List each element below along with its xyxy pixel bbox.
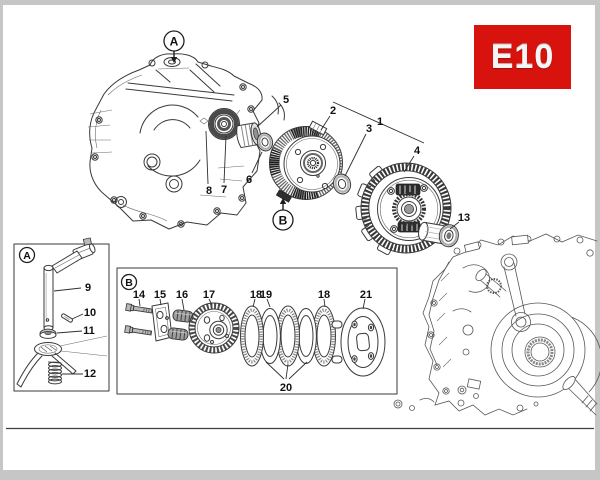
bolts-part14: [124, 303, 154, 336]
hub-part17: [188, 302, 240, 354]
release-lever-drawing: [16, 237, 108, 388]
callout-label-4: 4: [414, 145, 421, 157]
callout-label-3: 3: [366, 123, 372, 135]
callout-label-13: 13: [458, 212, 470, 224]
callout-label-11: 11: [83, 325, 95, 337]
marker-letter-B: B: [279, 213, 288, 227]
marker-letter-A: A: [23, 250, 31, 262]
washer-part11: [39, 328, 57, 339]
callout-label-10: 10: [84, 307, 96, 319]
leader-line: [223, 135, 227, 184]
leader-line: [159, 298, 162, 306]
leader-line: [320, 115, 331, 131]
crankcase-right-drawing: [393, 233, 600, 416]
callout-label-2: 2: [330, 105, 336, 117]
leader-line: [138, 298, 141, 307]
pressure-plate-part21: [331, 307, 386, 377]
dampers-part16: [167, 309, 194, 341]
callout-label-18: 18: [250, 289, 262, 301]
friction-plate: [240, 305, 264, 367]
seal-lip-arcs: [271, 95, 285, 121]
clutch-pack-drawing: [124, 302, 386, 377]
leader-line: [344, 133, 367, 177]
callout-label-19: 19: [260, 289, 272, 301]
spline-windows: [395, 183, 421, 233]
marker-arrow-head: [279, 198, 287, 204]
callout-label-5: 5: [283, 94, 289, 106]
leader-lines: [53, 101, 460, 380]
callout-label-15: 15: [154, 289, 166, 301]
leader-line: [323, 298, 326, 308]
leader-line: [266, 298, 271, 308]
leader-line: [332, 101, 425, 144]
bearing-part7: [208, 108, 240, 140]
callout-label-7: 7: [221, 184, 227, 196]
leader-line: [205, 130, 209, 185]
inset-b-box: [116, 267, 398, 395]
washer-part3: [332, 173, 352, 195]
friction-plate: [312, 305, 336, 367]
leader-line: [252, 298, 256, 308]
clutch-drum-part2: [269, 120, 343, 203]
leader-line: [256, 104, 282, 128]
marker-letter-A: A: [170, 34, 179, 48]
crankshaft-drawing: [475, 253, 600, 416]
leader-line: [53, 287, 82, 292]
leader-line: [285, 363, 289, 380]
pin-part10: [61, 313, 73, 323]
washer-part6: [256, 132, 274, 152]
callout-label-17: 17: [203, 289, 215, 301]
leader-line: [288, 361, 308, 380]
steel-plate: [259, 308, 281, 364]
leader-line: [208, 298, 213, 306]
leader-line: [403, 155, 415, 173]
leader-line: [181, 298, 185, 311]
release-cam-drawing: [16, 335, 108, 388]
callout-label-12: 12: [84, 368, 96, 380]
clutch-basket-part4: [355, 162, 452, 255]
marker-circle-B: [120, 273, 138, 291]
leader-line: [251, 151, 263, 174]
spring-part12: [48, 361, 62, 385]
callout-label-20: 20: [280, 382, 292, 394]
case-bolt-holes: [91, 59, 255, 228]
leader-line: [56, 330, 83, 334]
steel-plate: [295, 308, 317, 364]
leader-line: [449, 221, 460, 230]
leader-line: [71, 313, 84, 320]
callout-label-6: 6: [246, 174, 252, 186]
marker-arrow-head: [170, 57, 178, 63]
leader-line: [362, 298, 366, 310]
callout-label-21: 21: [360, 289, 372, 301]
plate-code-badge: E10: [474, 25, 571, 89]
callout-label-8: 8: [206, 185, 212, 197]
marker-circle-A: [18, 246, 36, 264]
callout-label-16: 16: [176, 289, 188, 301]
callout-label-1: 1: [377, 116, 383, 128]
callout-label-18: 18: [318, 289, 330, 301]
leader-line: [265, 361, 285, 380]
bushing-part13: [418, 221, 459, 248]
callout-label-14: 14: [133, 289, 146, 301]
clutch-plates-stack: [240, 305, 336, 367]
callout-label-9: 9: [85, 282, 91, 294]
view-markers: A B A B: [18, 30, 294, 291]
marker-letter-B: B: [125, 277, 133, 289]
crankcase-left-drawing: [87, 53, 263, 230]
inset-a-box: [13, 237, 110, 392]
